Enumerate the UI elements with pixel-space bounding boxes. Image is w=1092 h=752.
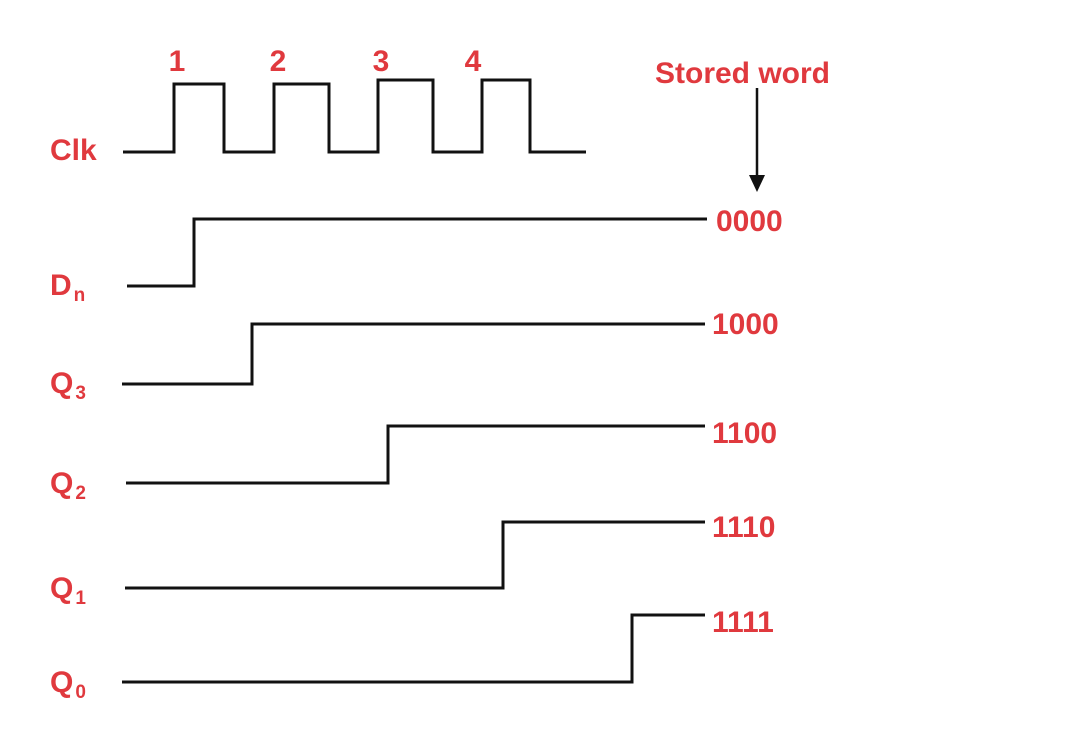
stored-word-1110: 1110 [712,511,775,544]
pulse-number-1: 1 [169,45,186,78]
signal-label-q1-subscript: 1 [75,588,86,609]
signal-label-dn-subscript: n [74,285,86,306]
signal-label-q0-subscript: 0 [75,682,86,703]
signal-waveform-q0 [122,613,705,684]
pulse-number-3: 3 [373,45,390,78]
signal-label-q2-base: Q [50,467,73,500]
signal-label-dn-base: D [50,269,72,302]
signal-label-q2-subscript: 2 [75,483,86,504]
pulse-number-2: 2 [270,45,287,78]
signal-waveform-q3 [122,322,705,386]
stored-word-1100: 1100 [712,417,777,450]
signal-label-q1-base: Q [50,572,73,605]
signal-label-q3-base: Q [50,367,73,400]
clock-label: Clk [50,134,97,167]
down-arrow-icon [749,88,765,192]
clock-waveform [123,78,586,154]
pulse-number-4: 4 [465,45,482,78]
stored-word-1111: 1111 [712,606,774,639]
signal-label-q3-subscript: 3 [75,383,86,404]
stored-word-0000: 0000 [716,205,783,238]
signal-label-q0-base: Q [50,666,73,699]
signal-waveform-q2 [126,424,705,485]
signal-waveform-q1 [125,520,705,590]
signal-waveform-dn [127,217,707,288]
stored-word-1000: 1000 [712,308,779,341]
stored-word-label: Stored word [655,57,830,90]
